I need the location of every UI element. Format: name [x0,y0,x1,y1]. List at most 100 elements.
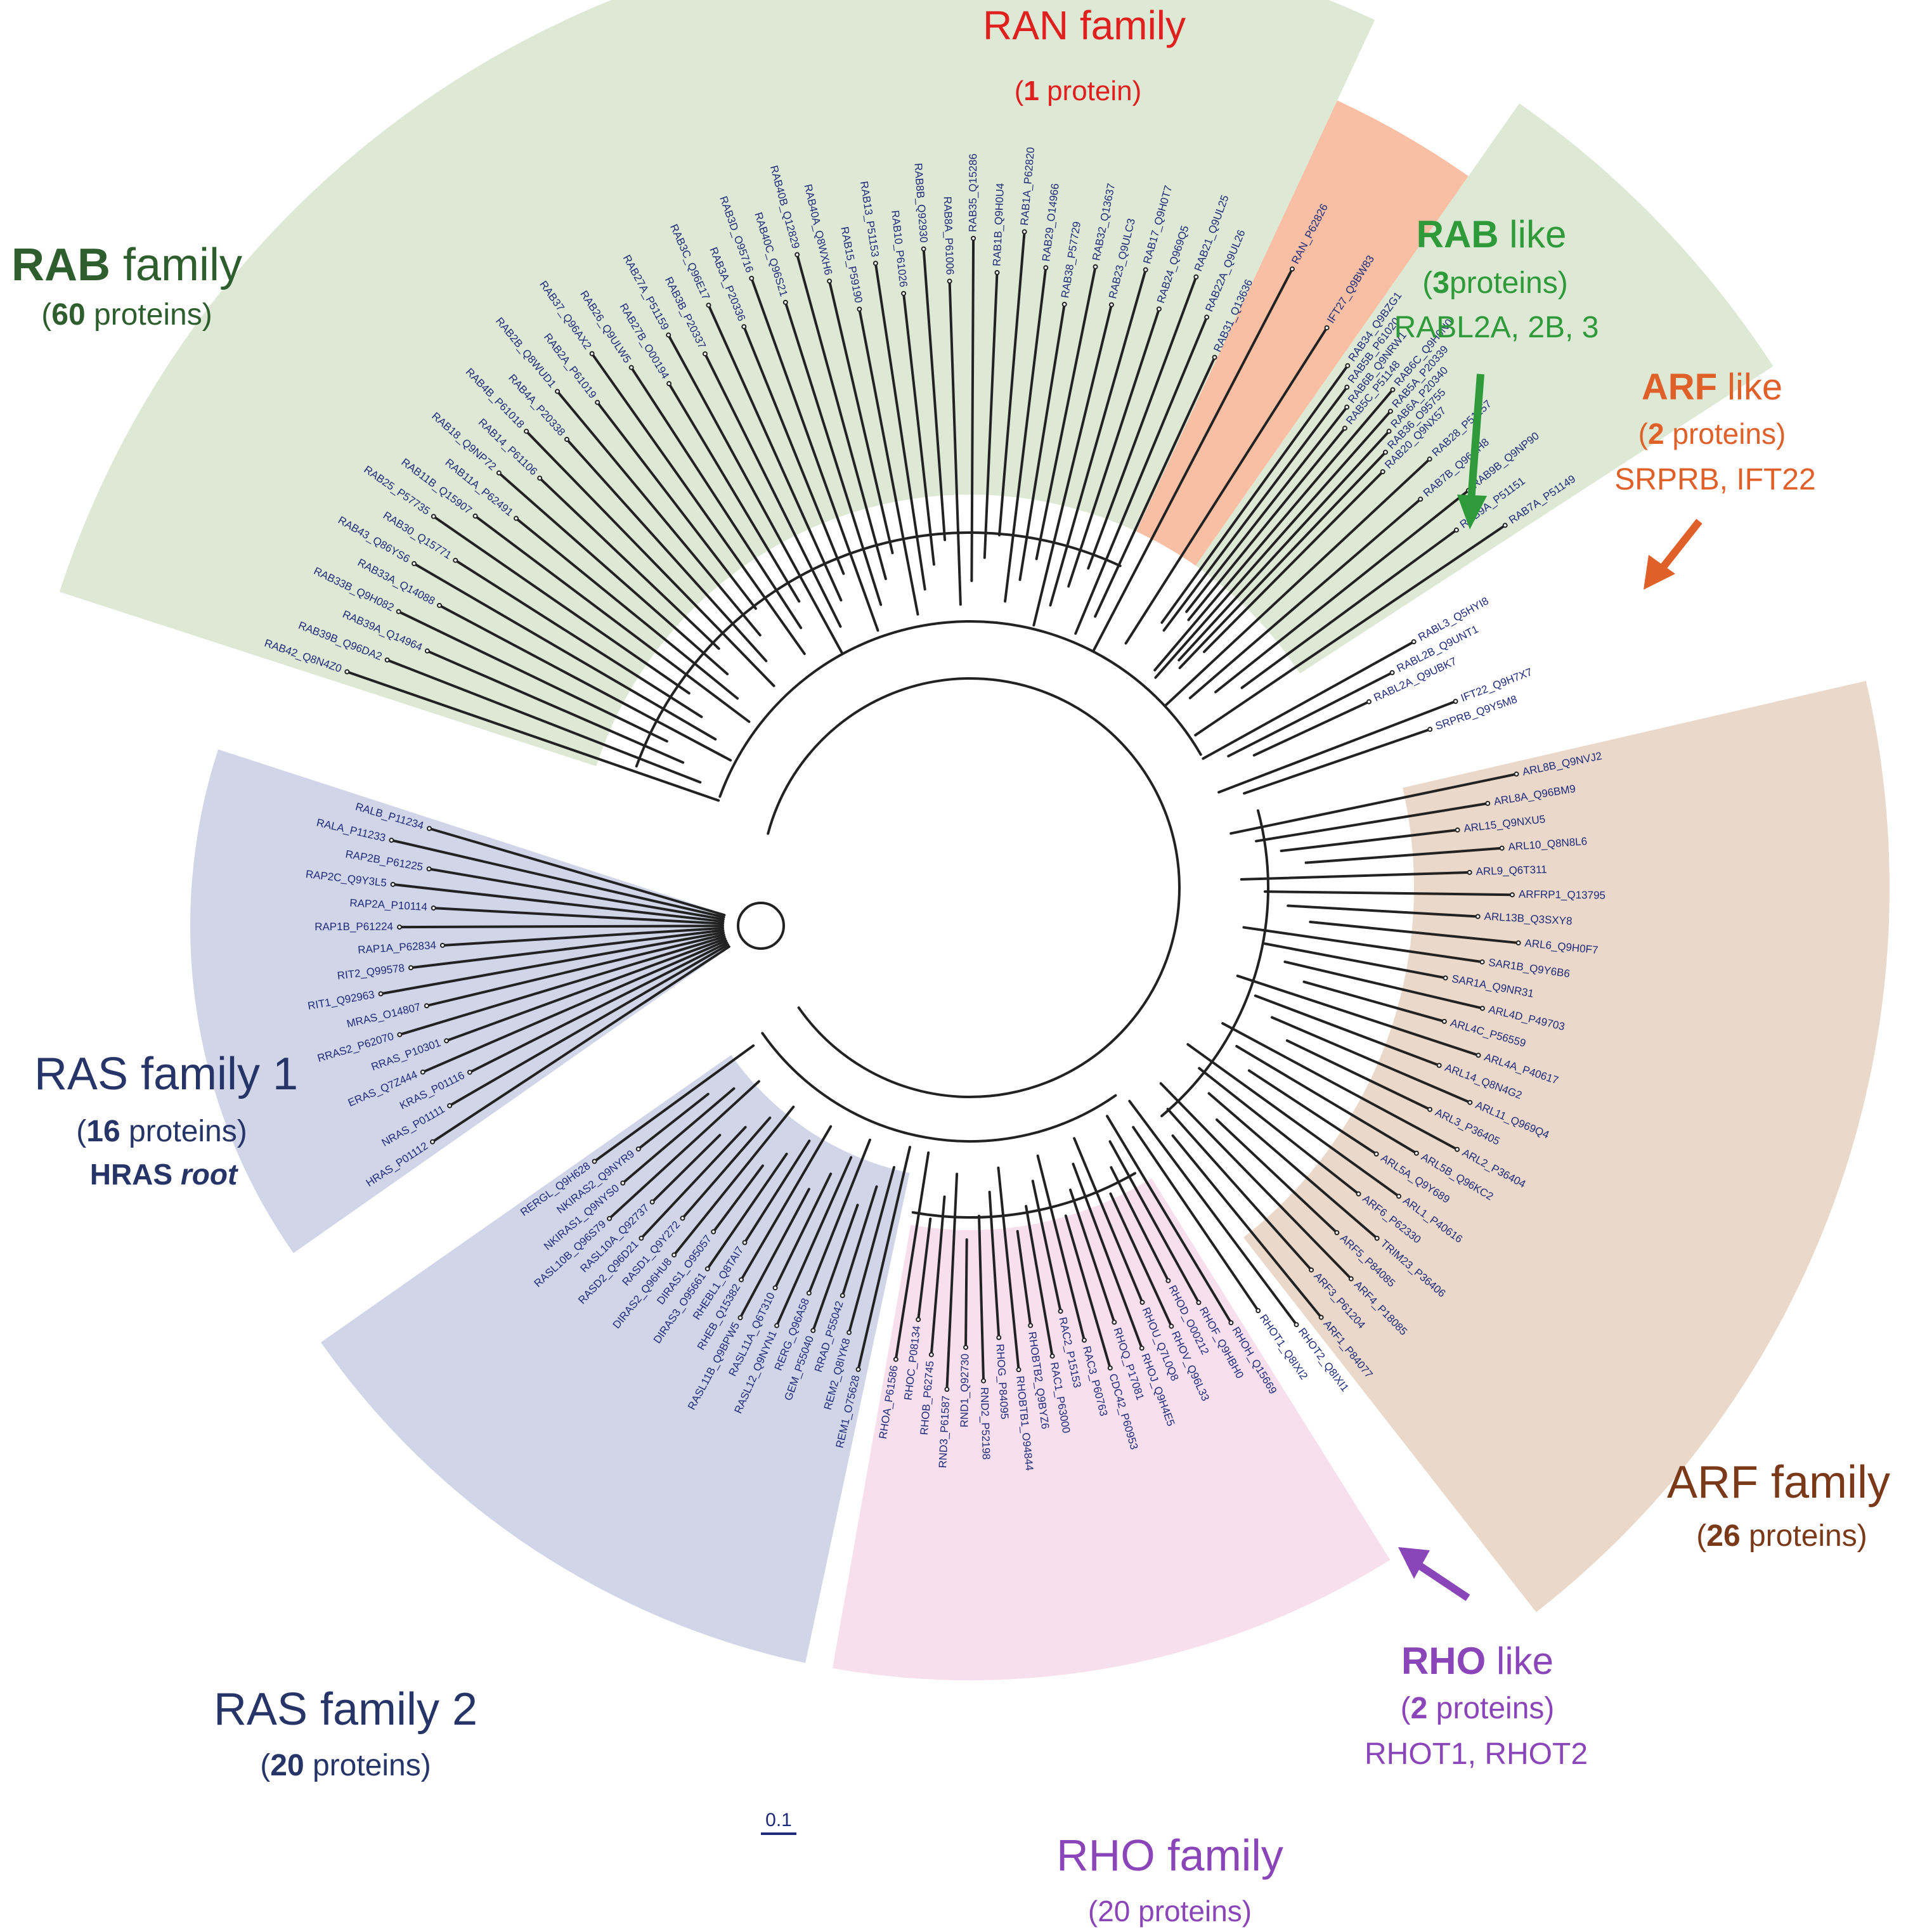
branch-RHEB_Q15382 [740,1125,833,1281]
branch-RHOQ_P17081 [1069,1188,1116,1324]
arf-family-count: 26 [1706,1519,1740,1553]
branch-RAB9B_Q9NP90 [1214,489,1470,694]
leaf-node-RAB15_P59190 [857,306,862,312]
leaf-node-ARL13B_Q3SXY8 [1475,914,1481,919]
leaf-node-RAB11A_P62491 [514,515,519,521]
branch-RAB18_Q9NP72 [497,471,729,676]
arf-like-arrow [1644,519,1703,590]
leaf-node-ARL4D_P49703 [1479,1006,1485,1011]
leaf-node-ARF5_P84085 [1334,1230,1340,1236]
branch-ARL6_Q9H0F7 [1309,921,1520,945]
leaf-node-RAP1A_P62834 [439,942,445,948]
leaf-node-RAB40A_Q8WXH6 [827,278,833,284]
leaf-node-RAB31_Q13636 [1212,354,1217,360]
leaf-node-RAB2A_P61019 [595,399,600,405]
branch-RAC3_P60763 [1036,1154,1086,1342]
leaf-label-RND2_P52198: RND2_P52198 [978,1387,992,1460]
branch-HRAS_P01112 [431,945,730,1143]
leaf-node-RHOH_Q15669 [1228,1320,1234,1326]
leaf-node-RASL10B_Q96S79 [607,1216,613,1221]
leaf-node-RASL12_Q9NYN1 [774,1323,780,1328]
branch-ARL10_Q8N8L6 [1304,846,1503,864]
leaf-node-RAB1A_P62820 [1022,229,1027,235]
branch-RAP2B_P61225 [427,867,725,921]
branch-RAP1B_P61224 [398,924,725,929]
leaf-node-KRAS_P01116 [467,1070,472,1075]
branch-RHOV_Q96L33 [1109,1192,1173,1328]
branch-RAB3A_P20336 [743,325,845,575]
ras-family-2-label: RAS family 2 (20 proteins) [214,1684,477,1782]
leaf-node-RABL2B_Q9UNT1 [1389,670,1395,675]
branch-ARL14_Q8N4G2 [1254,994,1441,1067]
leaf-node-RAB33A_Q14088 [437,602,443,608]
svg-text:RAB like: RAB like [1417,213,1567,256]
leaf-node-RAB4A_P20338 [564,436,569,442]
leaf-node-RAB24_Q969Q5 [1156,306,1162,312]
leaf-node-ARL9_Q6T311 [1467,869,1472,875]
branch-RHOBTB1_O94844 [997,1166,1020,1371]
svg-text:ARF like: ARF like [1642,366,1782,408]
leaf-label-ARFRP1_Q13795: ARFRP1_Q13795 [1519,888,1605,902]
leaf-node-RAB11B_Q15907 [472,513,478,519]
branch-ARL11_Q969Q4 [1270,1016,1472,1104]
leaf-node-IFT27_Q9BW83 [1324,325,1330,330]
leaf-node-RAB14_P61106 [537,476,543,481]
root-node [737,902,785,950]
svg-text:(26 proteins): (26 proteins) [1696,1519,1867,1553]
arf-family-unit: proteins [1741,1519,1857,1553]
arf-family-label: ARF family (26 proteins) [1667,1457,1890,1553]
branch-RAB5C_P51148 [1187,427,1346,621]
leaf-node-RND3_P61587 [944,1387,950,1392]
rho-family-suffix: family [1155,1831,1283,1880]
leaf-node-RAB6B_Q9NRW1 [1344,405,1350,410]
branch-GEM_P55040 [812,1203,859,1332]
ras1-count: 16 [86,1115,120,1148]
leaf-node-RAB34_Q9BZG1 [1345,363,1351,368]
branch-RALA_P11233 [390,839,725,919]
tree-branches [344,229,1521,1392]
svg-text:ARF family: ARF family [1667,1457,1890,1508]
branch-ARL15_Q9NXU5 [1280,829,1459,852]
leaf-node-RABL2A_Q9UBK7 [1366,699,1372,704]
leaf-node-CDC42_P60953 [1107,1365,1113,1371]
branch-RAC2_P15153 [1031,1179,1062,1313]
leaf-node-RAB1B_Q9H0U4 [994,269,1000,275]
branch-IFT22_Q9H7X7 [1217,700,1457,794]
branch-RHEBL1_Q8TAI7 [743,1139,811,1244]
tree-clade-arc-0 [718,620,1202,798]
leaf-node-ARFRP1_Q13795 [1509,892,1515,898]
branch-RAB3C_Q96E17 [707,304,843,602]
leaf-node-RERG_Q96A58 [806,1290,812,1296]
branch-RRAS2_P62070 [398,935,726,1036]
branch-RAB14_P61106 [538,477,720,650]
branch-RND3_P61587 [945,1172,959,1391]
leaf-node-RHOV_Q96L33 [1169,1323,1174,1329]
leaf-node-DIRAS1_O95057 [711,1229,717,1235]
leaf-node-RAC1_P63000 [1049,1353,1055,1359]
leaf-node-ARL4A_P40617 [1476,1053,1481,1058]
branch-RERG_Q96A58 [807,1138,871,1295]
branch-RHOH_Q15669 [1106,1115,1233,1325]
leaf-node-RAB4B_P61018 [524,429,529,434]
leaf-node-RALA_P11233 [389,838,394,843]
branch-RND2_P52198 [978,1214,985,1382]
leaf-node-SAR1A_Q9NR31 [1443,975,1448,981]
svg-text:(60 proteins): (60 proteins) [41,298,212,332]
leaf-node-NKIRAS1_Q9NYS0 [620,1180,626,1186]
branch-RAB27B_O00194 [668,382,801,603]
branch-RAB40B_Q12829 [796,253,887,580]
branch-RAB1A_P62820 [998,230,1026,536]
leaf-node-RASL10A_Q92737 [649,1199,655,1205]
branch-RAB23_Q9ULC3 [1032,303,1113,626]
rab-sector-2 [1195,103,1774,674]
branch-DIRAS3_O95661 [706,1152,788,1271]
rho-sector-7 [832,1177,1391,1680]
branch-REM2_Q8IYK8 [848,1165,895,1334]
branch-RHOD_O00212 [1110,1166,1170,1282]
svg-text:RAN family: RAN family [983,3,1186,48]
callout-arrows [1398,373,1703,1601]
branch-ARFRP1_Q13795 [1263,890,1514,897]
leaf-node-RIT2_Q99578 [408,965,413,971]
branch-RAB3D_O95716 [750,276,879,632]
branch-RASL10B_Q96S79 [608,1080,760,1220]
